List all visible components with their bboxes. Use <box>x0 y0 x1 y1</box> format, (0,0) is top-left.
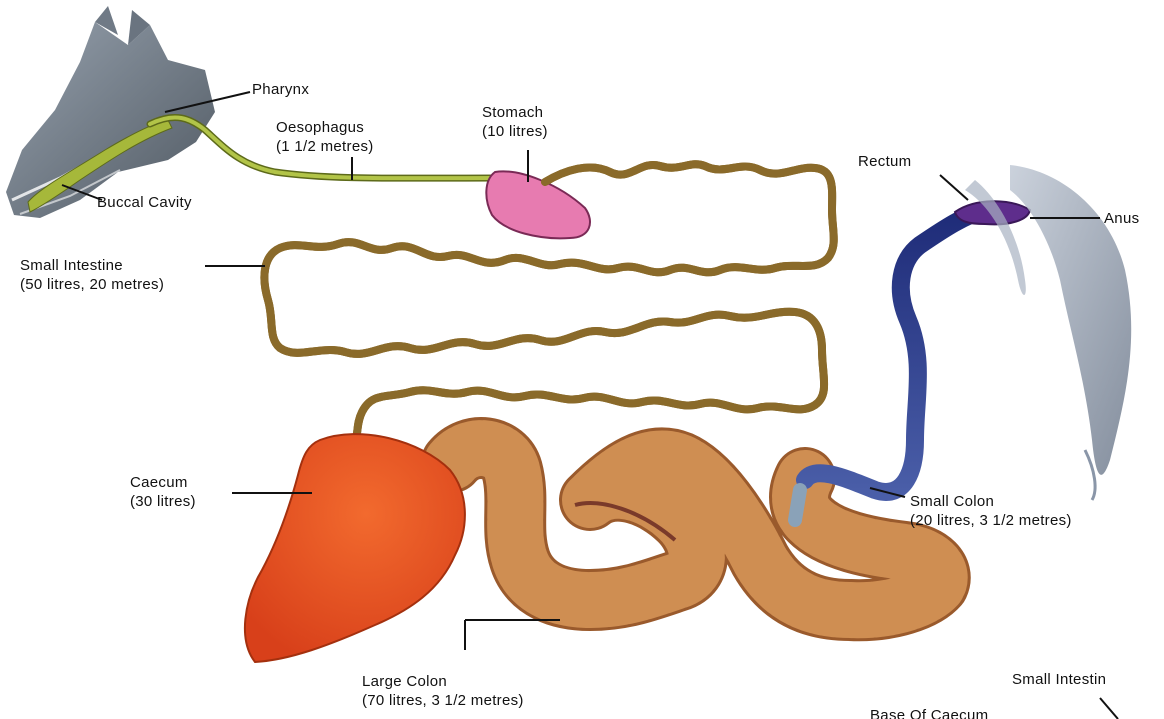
stomach-shape <box>486 171 590 238</box>
leader-small-intestine-corner <box>1100 698 1118 719</box>
pharynx-name: Pharynx <box>252 80 309 99</box>
rectum-name: Rectum <box>858 152 911 171</box>
label-pharynx: Pharynx <box>252 80 309 99</box>
label-rectum: Rectum <box>858 152 911 171</box>
large-colon-fill <box>452 448 940 610</box>
oesophagus-name: Oesophagus <box>276 118 374 137</box>
caecum-name: Caecum <box>130 473 196 492</box>
caecum-detail: (30 litres) <box>130 492 196 511</box>
large-colon-detail: (70 litres, 3 1/2 metres) <box>362 691 524 710</box>
leader-rectum <box>940 175 968 200</box>
buccal-cavity-name: Buccal Cavity <box>97 193 192 212</box>
base-of-caecum-name: Base Of Caecum <box>870 706 988 719</box>
oesophagus-detail: (1 1/2 metres) <box>276 137 374 156</box>
label-oesophagus: Oesophagus (1 1/2 metres) <box>276 118 374 156</box>
stomach-detail: (10 litres) <box>482 122 548 141</box>
small-intestine-name: Small Intestine <box>20 256 164 275</box>
small-intestine-corner-name: Small Intestin <box>1012 670 1106 689</box>
stomach-name: Stomach <box>482 103 548 122</box>
small-colon-name: Small Colon <box>910 492 1072 511</box>
label-small-colon: Small Colon (20 litres, 3 1/2 metres) <box>910 492 1072 530</box>
caecum-shape <box>245 434 465 662</box>
label-base-of-caecum: Base Of Caecum <box>870 706 988 719</box>
small-colon-detail: (20 litres, 3 1/2 metres) <box>910 511 1072 530</box>
anus-name: Anus <box>1104 209 1139 228</box>
label-stomach: Stomach (10 litres) <box>482 103 548 141</box>
tail-strand-lower <box>1085 450 1095 500</box>
tail-strand <box>965 180 1026 295</box>
leader-large-colon <box>465 620 560 650</box>
label-anus: Anus <box>1104 209 1139 228</box>
small-intestine-detail: (50 litres, 20 metres) <box>20 275 164 294</box>
label-small-intestine: Small Intestine (50 litres, 20 metres) <box>20 256 164 294</box>
horse-head <box>6 6 215 218</box>
label-caecum: Caecum (30 litres) <box>130 473 196 511</box>
label-small-intestine-corner: Small Intestin <box>1012 670 1106 689</box>
label-large-colon: Large Colon (70 litres, 3 1/2 metres) <box>362 672 524 710</box>
large-colon <box>452 448 940 610</box>
small-colon-segment <box>795 490 800 520</box>
large-colon-name: Large Colon <box>362 672 524 691</box>
label-buccal-cavity: Buccal Cavity <box>97 193 192 212</box>
